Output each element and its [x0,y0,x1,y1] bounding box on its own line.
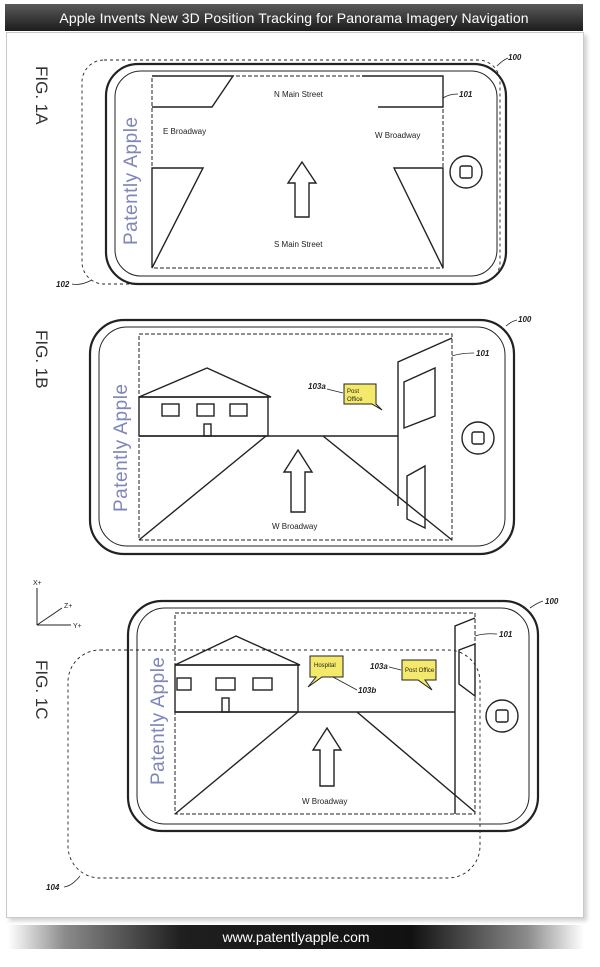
figure-1a: FIG. 1A Patently Apple N Main Street E B… [32,53,522,289]
screen-1b [138,333,453,541]
leader-103a-1c [388,666,402,671]
figure-1b: FIG. 1B Post Office 103a Patently [32,315,532,556]
building-1b [397,337,453,506]
building-window-1c [458,642,476,698]
watermark-1c: Patently Apple [148,657,169,785]
home-button-1c-square [495,709,509,723]
leader-103a-1b [326,388,344,394]
axis-z [36,607,63,626]
leader-101-1b [451,352,475,357]
direction-arrow-1c [311,726,343,787]
fig-1b-label: FIG. 1B [32,330,51,389]
house-body-1c [174,664,299,713]
street-s-main: S Main Street [274,240,323,249]
axis-x-label: X+ [33,580,42,587]
house-door-1b [203,423,212,437]
building-door-1b [406,464,426,530]
footer-url: www.patentlyapple.com [8,925,584,949]
ref-101-1a: 101 [459,90,473,99]
callout-1b-line1: Post [347,389,359,395]
road-right-1b [322,435,453,541]
street-n-main: N Main Street [274,90,324,99]
building-1c [454,617,476,814]
device-1b-bezel [98,326,506,547]
block-sw [151,167,205,269]
home-button-1b [461,421,495,455]
fig-1a-label: FIG. 1A [32,66,51,125]
home-button-1c [485,699,519,733]
callout-hospital-1c [307,655,344,688]
leader-100-1a [496,57,509,67]
callout-post-office-1c-text: Post Office [405,668,435,674]
road-left-1c [174,711,299,815]
block-ne [362,75,444,108]
device-1c [126,599,540,833]
header-title: Apple Invents New 3D Position Tracking f… [5,4,583,31]
leader-102 [71,279,93,285]
building-window-1b [403,366,436,430]
callout-post-office-1c [401,659,437,691]
ref-103a-1b: 103a [308,382,326,391]
axis-z-label: Z+ [64,603,72,610]
callout-post-office-1b [343,383,383,411]
block-se [392,167,444,269]
road-left-1b [138,435,267,541]
house-roof-1b [138,367,272,398]
house-window-1b-3 [229,403,248,417]
fig-1c-label: FIG. 1C [32,660,51,720]
leader-100-1b [505,319,518,327]
house-door-1c [221,697,230,713]
patent-page [6,32,584,918]
street-w-broadway-1a: W Broadway [375,131,420,140]
house-window-1c-2 [215,677,236,691]
house-window-1b-1 [161,403,180,417]
house-window-1c-3 [252,677,273,691]
road-right-1c [356,711,476,813]
device-1a [104,62,508,286]
device-1c-bezel [136,607,530,825]
block-nw [152,75,235,108]
callout-1b-line2: Office [347,397,363,403]
leader-101-1c [474,633,498,637]
home-button-1a [449,155,483,189]
home-button-1a-square [459,165,473,179]
ref-100-1c: 100 [545,597,559,606]
ref-103a-1c: 103a [370,662,388,671]
outline-104 [67,649,481,879]
device-1b [88,318,516,556]
street-w-broadway-1b: W Broadway [272,522,317,531]
ref-101-1c: 101 [499,630,513,639]
ref-101-1b: 101 [476,349,490,358]
leader-103b [332,676,358,691]
street-w-broadway-1c: W Broadway [302,797,347,806]
axis-y-label: Y+ [73,623,82,630]
watermark-1a: Patently Apple [121,117,142,245]
direction-arrow-1a [286,160,318,218]
ref-103b: 103b [358,686,376,695]
house-window-1b-2 [196,403,215,417]
callout-hospital-text: Hospital [314,663,336,669]
ref-104: 104 [46,883,60,892]
home-button-1b-square [471,431,485,445]
leader-101-1a [442,93,459,99]
leader-100-1c [529,600,544,609]
house-window-1c-1 [176,677,192,691]
watermark-1b: Patently Apple [111,384,132,512]
ref-100-1b: 100 [518,315,532,324]
ref-100-1a: 100 [508,53,522,62]
street-e-broadway: E Broadway [163,127,206,136]
direction-arrow-1b [282,448,314,513]
device-1a-bezel [114,70,498,277]
ref-102: 102 [56,280,70,289]
outline-102 [81,59,501,285]
leader-104 [63,875,81,888]
figure-1c: FIG. 1C Hospital 103b Post Office 103a [32,597,559,892]
house-roof-1c [174,635,301,666]
screen-1c [174,612,476,815]
coordinate-axes: X+ Y+ Z+ [33,580,82,630]
